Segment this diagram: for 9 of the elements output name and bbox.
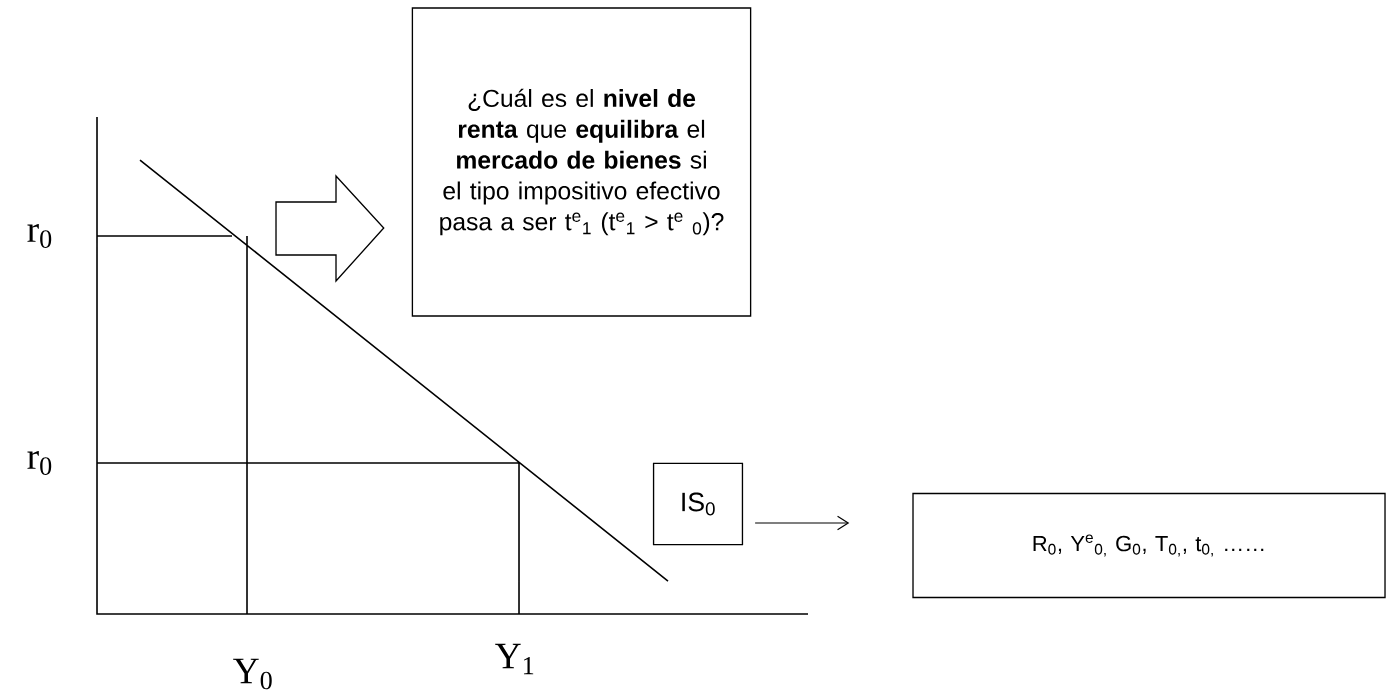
axis-label: r$_{0}$	[27, 224, 52, 248]
question-box: ¿Cuál es el nivel de renta que equilibra el mercado de bienes si el tipo impositivo efectivo pasa a ser t$^{e}$$_{1}$ (t$^{e}$$_{1}$ > t$^{e}$ $_{0}$)?	[411, 7, 752, 317]
axis-label: Y$_{1}$	[495, 643, 534, 675]
block-arrow	[275, 174, 385, 283]
axis-label: r$_{0}$	[27, 451, 52, 475]
curve-label-box: IS$_{0}$	[652, 462, 744, 546]
axis-label: Y$_{0}$	[233, 658, 272, 690]
variables-box: R$_{0}$, Y$^{e}$$_{0,}$ G$_{0}$, T$_{0,}$, t$_{0,}$ ……	[912, 492, 1386, 599]
arrow	[754, 515, 850, 531]
